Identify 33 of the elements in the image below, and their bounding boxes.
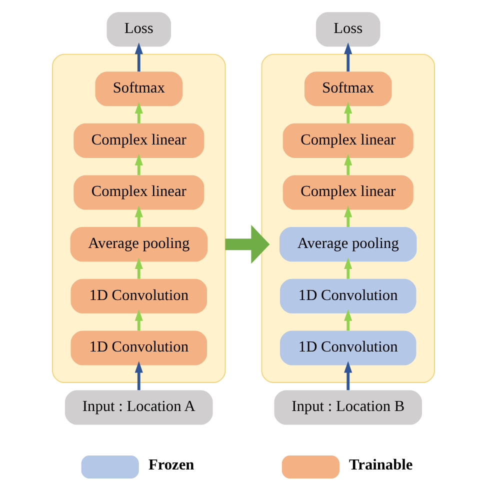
arrow: [225, 224, 270, 264]
arrow: [344, 154, 352, 176]
node-box: Loss: [316, 12, 380, 47]
legend-label: Frozen: [148, 456, 194, 474]
arrow: [344, 102, 352, 124]
arrow: [134, 257, 143, 279]
node-box: Average pooling: [70, 227, 208, 262]
node-box: Softmax: [304, 72, 392, 106]
node-box: Input : Location A: [65, 390, 213, 425]
arrow: [134, 309, 143, 331]
arrow: [344, 206, 352, 228]
node-box: Loss: [106, 12, 172, 47]
legend-label: Trainable: [349, 456, 413, 474]
arrow: [344, 42, 352, 72]
node-box: 1D Convolution: [70, 330, 208, 366]
arrow: [344, 361, 352, 390]
node-box: 1D Convolution: [70, 278, 208, 314]
node-box: Complex linear: [74, 175, 204, 210]
node-box: 1D Convolution: [280, 330, 416, 366]
node-box: Input : Location B: [274, 390, 422, 425]
node-box: Softmax: [95, 72, 183, 106]
node-box: Complex linear: [282, 175, 414, 210]
arrow: [344, 309, 352, 331]
node-box: Complex linear: [74, 123, 204, 158]
arrow: [134, 102, 143, 124]
node-box: Average pooling: [280, 227, 417, 262]
arrow: [344, 257, 352, 279]
node-box: Complex linear: [282, 123, 414, 158]
arrow: [134, 206, 143, 228]
node-box: 1D Convolution: [280, 278, 416, 314]
arrow: [134, 361, 143, 390]
arrow: [134, 154, 143, 176]
arrow: [134, 42, 143, 72]
